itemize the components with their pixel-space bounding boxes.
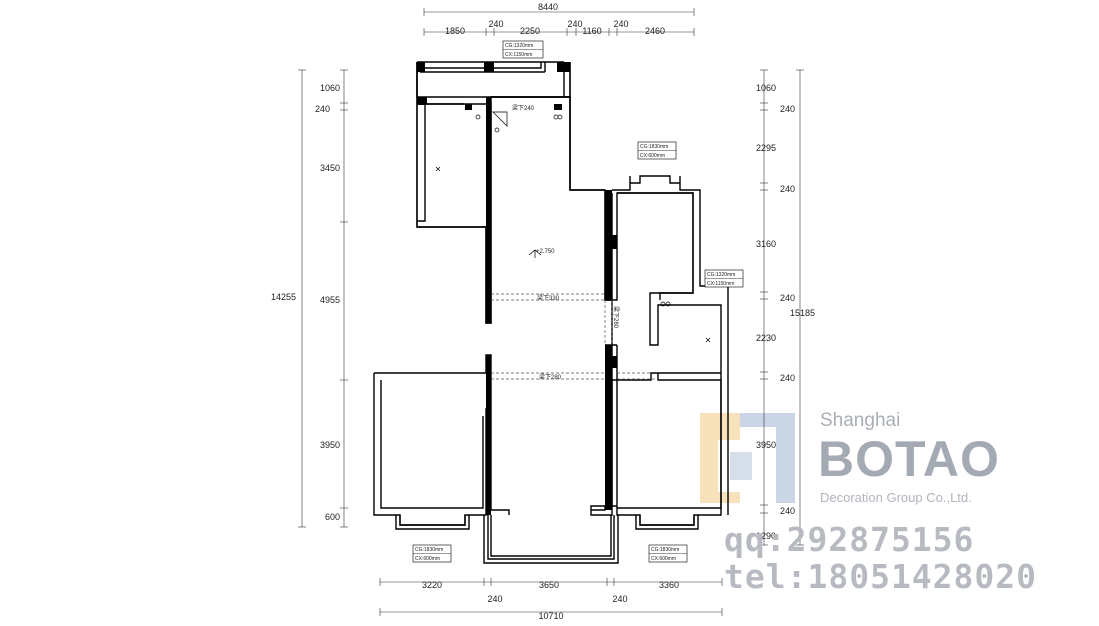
brand-logo-icon (700, 413, 795, 503)
window-note-text: CX:1150mm (505, 52, 532, 58)
dim-right-seg: 240 (780, 506, 795, 516)
elevation-label: +2.750 (536, 249, 555, 255)
dim-right-seg: 2230 (756, 333, 776, 343)
walls (373, 61, 729, 564)
top-dimension-labels: 8440 1850 240 2250 240 1160 240 2460 (445, 2, 665, 36)
window-note-text: CX:600mm (651, 556, 676, 562)
watermark-subtitle: Decoration Group Co.,Ltd. (820, 490, 972, 505)
dim-bottom-seg: 240 (612, 594, 627, 604)
window-note-right-upper: CG:1830mm CX:600mm (637, 141, 677, 160)
fixtures (435, 111, 711, 343)
window-note-text: CX:1150mm (707, 281, 734, 287)
left-dimension-lines (298, 69, 348, 528)
window-note-right-mid: CG:1320mm CX:1150mm (704, 269, 744, 288)
dim-top-total: 8440 (538, 2, 558, 12)
dim-left-total: 14255 (271, 292, 296, 302)
window-note-text: CG:1320mm (505, 43, 533, 49)
dim-top-seg: 1160 (582, 26, 601, 36)
dim-right-seg: 2295 (756, 143, 776, 153)
window-note-text: CG:1320mm (707, 272, 735, 278)
dim-right-seg: 240 (780, 104, 795, 114)
window-note-text: CG:1830mm (651, 547, 679, 553)
dim-left-seg: 1060 (320, 83, 340, 93)
beam-lines (491, 293, 658, 380)
dim-left-seg: 600 (325, 512, 340, 522)
dim-right-seg: 240 (780, 184, 795, 194)
beam-label-vertical: 梁下280 (612, 306, 620, 329)
right-dimension-labels: 1060 240 2295 240 3160 240 2230 240 3950… (756, 83, 815, 541)
dim-left-seg: 4955 (320, 295, 340, 305)
dim-left-seg: 240 (315, 104, 330, 114)
bottom-dimension-lines (379, 578, 723, 616)
dim-bottom-total: 10710 (538, 611, 563, 621)
dim-right-seg: 240 (780, 293, 795, 303)
dim-bottom-seg: 3650 (539, 580, 559, 590)
dim-right-seg: 1290 (756, 531, 776, 541)
window-note-text: CX:600mm (415, 556, 440, 562)
dim-right-seg: 240 (780, 373, 795, 383)
watermark-qq: qq:292875156 (724, 520, 975, 559)
dim-bottom-seg: 240 (487, 594, 502, 604)
dim-bottom-seg: 3220 (422, 580, 442, 590)
window-note-bottom-left: CG:1830mm CX:600mm (412, 544, 452, 563)
window-note-top: CG:1320mm CX:1150mm (502, 40, 544, 59)
dim-top-seg: 240 (613, 19, 628, 29)
window-note-text: CG:1830mm (415, 547, 443, 553)
watermark-city: Shanghai (820, 410, 901, 431)
watermark-company-name: BOTAO (818, 431, 1000, 487)
dim-right-seg: 3160 (756, 239, 776, 249)
dim-top-seg: 240 (567, 19, 582, 29)
right-dimension-lines (760, 69, 804, 546)
beam-label-top: 梁下240 (512, 104, 535, 112)
dim-left-seg: 3450 (320, 163, 340, 173)
dim-right-seg: 3950 (756, 440, 776, 450)
beam-label-lower: 梁下280 (539, 373, 562, 381)
top-dimension-lines (423, 8, 695, 36)
window-note-bottom-right: CG:1830mm CX:600mm (648, 544, 688, 563)
dim-bottom-seg: 3360 (659, 580, 679, 590)
dim-right-total: 15185 (790, 308, 815, 318)
dim-right-seg: 1060 (756, 83, 776, 93)
window-note-text: CG:1830mm (640, 144, 668, 150)
bottom-dimension-labels: 3220 240 3650 240 3360 10710 (422, 580, 679, 621)
dim-top-seg: 2250 (520, 26, 540, 36)
dim-top-seg: 1850 (445, 26, 465, 36)
left-dimension-labels: 14255 1060 240 3450 4955 3950 600 (271, 83, 340, 522)
dim-top-seg: 2460 (645, 26, 665, 36)
wall-columns (417, 62, 617, 515)
dim-left-seg: 3950 (320, 440, 340, 450)
beam-label-middle: 梁下330 (537, 294, 560, 302)
window-note-text: CX:600mm (640, 153, 665, 159)
dim-top-seg: 240 (488, 19, 503, 29)
watermark-tel: tel:18051428020 (724, 557, 1038, 596)
